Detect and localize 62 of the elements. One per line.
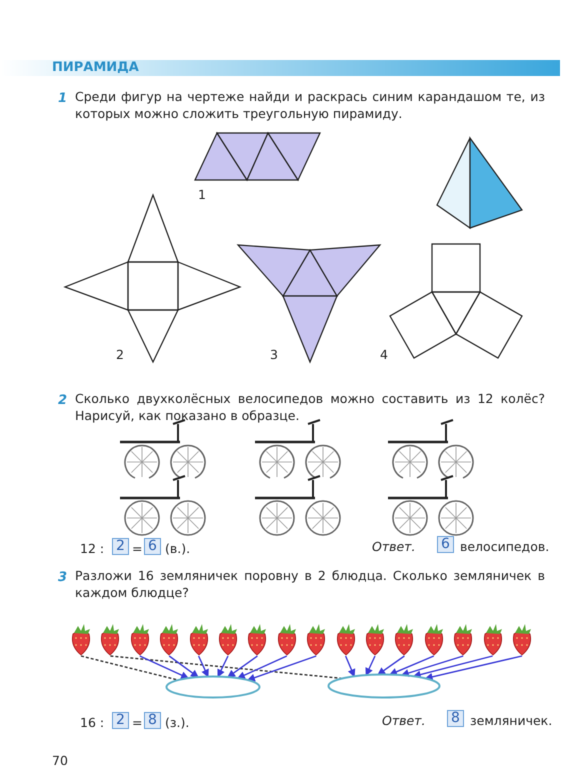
arrow bbox=[227, 655, 258, 678]
equation-text: = bbox=[132, 540, 142, 557]
dashed-line bbox=[110, 655, 342, 680]
figure-number: 2 bbox=[116, 346, 124, 363]
task-text: Разложи 16 земляничек поровну в 2 блюдца. Сколько земляничек в каждом блюдце? bbox=[75, 567, 545, 601]
dish-outline bbox=[165, 675, 261, 699]
arrow bbox=[237, 655, 288, 679]
page-number: 70 bbox=[52, 752, 68, 769]
arrow bbox=[400, 655, 464, 677]
strawberry-icon bbox=[188, 622, 210, 656]
arrow bbox=[168, 655, 199, 678]
strawberry-icon bbox=[70, 622, 92, 656]
figure-number: 1 bbox=[198, 186, 206, 203]
answer-box: 6 bbox=[437, 536, 454, 553]
equation-text: (з.). bbox=[165, 714, 190, 731]
arrow bbox=[344, 656, 356, 678]
strawberry-icon bbox=[452, 622, 474, 656]
strawberry-icon bbox=[334, 622, 357, 656]
dashed-line bbox=[80, 655, 178, 681]
task-number: 1 bbox=[58, 90, 68, 107]
strawberry-icon bbox=[393, 622, 416, 656]
answer-box: 8 bbox=[144, 712, 161, 729]
figure-number: 3 bbox=[270, 346, 278, 363]
arrow bbox=[412, 655, 493, 678]
arrow bbox=[198, 656, 209, 678]
arrow bbox=[389, 655, 434, 676]
answer-text: велосипедов. bbox=[460, 538, 550, 555]
strawberry-icon bbox=[158, 622, 180, 656]
strawberry-icon bbox=[364, 622, 386, 656]
equation-text: = bbox=[132, 714, 142, 731]
strawberry-icon bbox=[246, 622, 268, 656]
strawberry-icon bbox=[276, 622, 298, 656]
section-title: ПИРАМИДА bbox=[52, 59, 139, 76]
task-text: Сколько двухколёсных велосипедов можно составить из 12 колёс? Нарисуй, как показано в образце. bbox=[75, 390, 545, 424]
arrow bbox=[365, 656, 376, 676]
answer-box: 2 bbox=[112, 538, 129, 555]
answer-box: 8 bbox=[447, 710, 464, 727]
arrow bbox=[377, 655, 405, 676]
equation-text: 12 : bbox=[80, 540, 104, 557]
strawberry-icon bbox=[217, 622, 239, 656]
strawberry-icon bbox=[511, 622, 533, 656]
strawberry-icon bbox=[305, 622, 328, 656]
answer-box: 2 bbox=[112, 712, 129, 729]
answer-label: Ответ. bbox=[372, 538, 416, 555]
strawberry-icon bbox=[128, 622, 151, 656]
equation-text: (в.). bbox=[165, 540, 190, 557]
answer-label: Ответ. bbox=[382, 712, 426, 729]
strawberry-icon bbox=[422, 622, 445, 656]
arrow bbox=[246, 655, 316, 682]
answer-box: 6 bbox=[144, 538, 161, 555]
answer-text: земляничек. bbox=[470, 712, 552, 729]
dish-outline bbox=[327, 673, 441, 699]
task-text: Среди фигур на чертеже найди и раскрась синим карандашом те, из которых можно сложить треугольную пирамиду. bbox=[75, 88, 545, 122]
strawberry-icon bbox=[482, 622, 504, 656]
arrow bbox=[424, 655, 522, 681]
arrow bbox=[140, 655, 189, 679]
figure-number: 4 bbox=[380, 346, 388, 363]
task-number: 3 bbox=[58, 569, 68, 586]
task-number: 2 bbox=[58, 392, 68, 409]
strawberry-icon bbox=[99, 622, 122, 656]
arrow bbox=[217, 656, 229, 678]
equation-text: 16 : bbox=[80, 714, 104, 731]
